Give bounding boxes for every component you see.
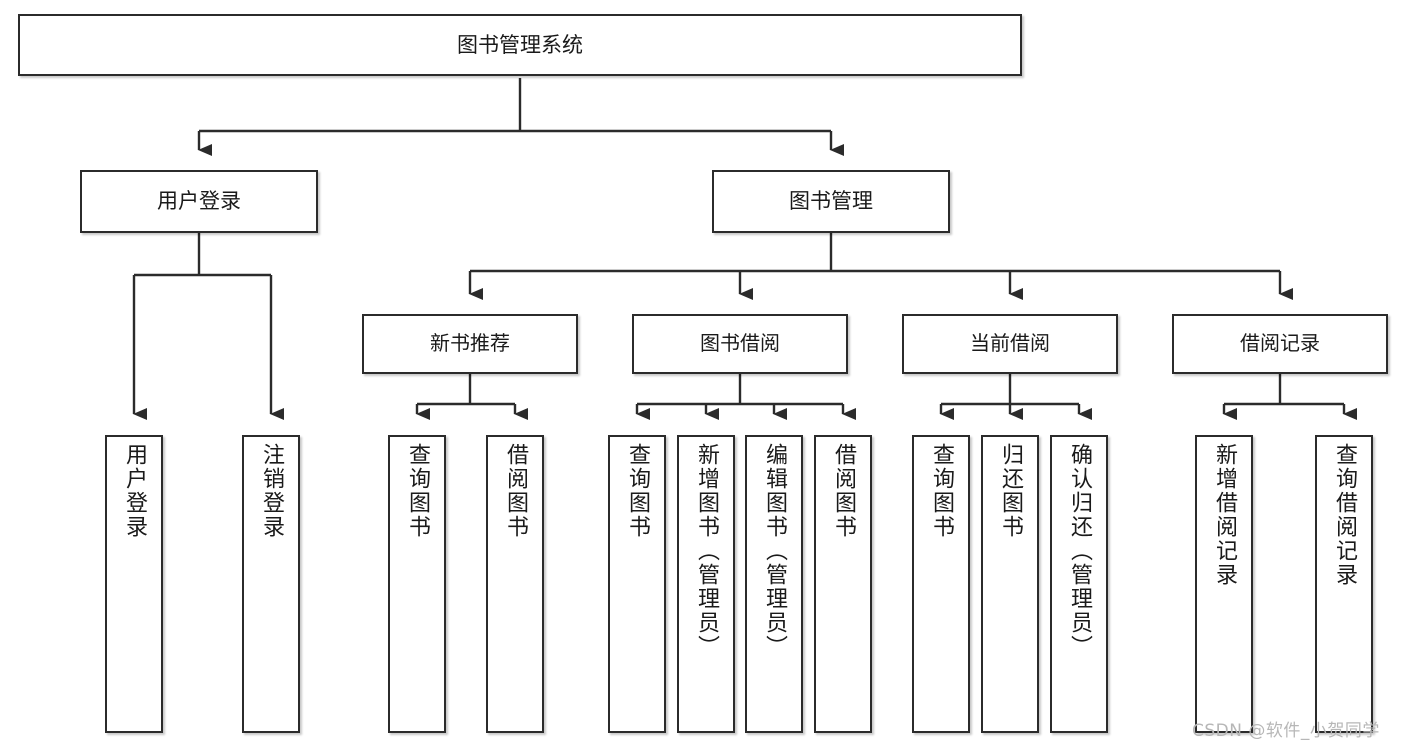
node-label: 图书管理系统 xyxy=(457,32,583,57)
node-label: 新增借阅记录 xyxy=(1212,443,1237,587)
node-label: 查询图书 xyxy=(625,443,650,539)
node-leaf-add-book[interactable]: 新增图书（管理员） xyxy=(677,435,735,733)
node-label: 新书推荐 xyxy=(430,331,510,356)
node-new-book-recommend[interactable]: 新书推荐 xyxy=(362,314,578,374)
node-user-login[interactable]: 用户登录 xyxy=(80,170,318,233)
node-leaf-add-record[interactable]: 新增借阅记录 xyxy=(1195,435,1253,733)
node-leaf-edit-book[interactable]: 编辑图书（管理员） xyxy=(745,435,803,733)
node-borrow-record[interactable]: 借阅记录 xyxy=(1172,314,1388,374)
node-label: 用户登录 xyxy=(122,443,147,539)
node-book-manage[interactable]: 图书管理 xyxy=(712,170,950,233)
node-leaf-query-book-2[interactable]: 查询图书 xyxy=(608,435,666,733)
node-label: 查询图书 xyxy=(929,443,954,539)
node-label: 图书借阅 xyxy=(700,331,780,356)
node-label: 确认归还（管理员） xyxy=(1067,443,1092,659)
node-leaf-confirm-return[interactable]: 确认归还（管理员） xyxy=(1050,435,1108,733)
node-leaf-query-record[interactable]: 查询借阅记录 xyxy=(1315,435,1373,733)
node-label: 用户登录 xyxy=(157,189,241,214)
node-label: 借阅图书 xyxy=(831,443,856,539)
watermark-text: CSDN @软件_小贺同学 xyxy=(1192,721,1380,741)
node-label: 借阅记录 xyxy=(1240,331,1320,356)
node-leaf-query-book-3[interactable]: 查询图书 xyxy=(912,435,970,733)
node-leaf-return-book[interactable]: 归还图书 xyxy=(981,435,1039,733)
node-label: 查询借阅记录 xyxy=(1332,443,1357,587)
node-leaf-user-login[interactable]: 用户登录 xyxy=(105,435,163,733)
node-leaf-borrow-book-2[interactable]: 借阅图书 xyxy=(814,435,872,733)
node-label: 新增图书（管理员） xyxy=(694,443,719,659)
node-label: 借阅图书 xyxy=(503,443,528,539)
node-label: 图书管理 xyxy=(789,189,873,214)
node-label: 归还图书 xyxy=(998,443,1023,539)
node-root-book-management-system[interactable]: 图书管理系统 xyxy=(18,14,1022,76)
node-label: 编辑图书（管理员） xyxy=(762,443,787,659)
node-label: 当前借阅 xyxy=(970,331,1050,356)
node-leaf-query-book-1[interactable]: 查询图书 xyxy=(388,435,446,733)
node-label: 注销登录 xyxy=(259,443,284,539)
node-leaf-logout-login[interactable]: 注销登录 xyxy=(242,435,300,733)
node-current-borrow[interactable]: 当前借阅 xyxy=(902,314,1118,374)
node-label: 查询图书 xyxy=(405,443,430,539)
node-book-borrow[interactable]: 图书借阅 xyxy=(632,314,848,374)
node-leaf-borrow-book-1[interactable]: 借阅图书 xyxy=(486,435,544,733)
